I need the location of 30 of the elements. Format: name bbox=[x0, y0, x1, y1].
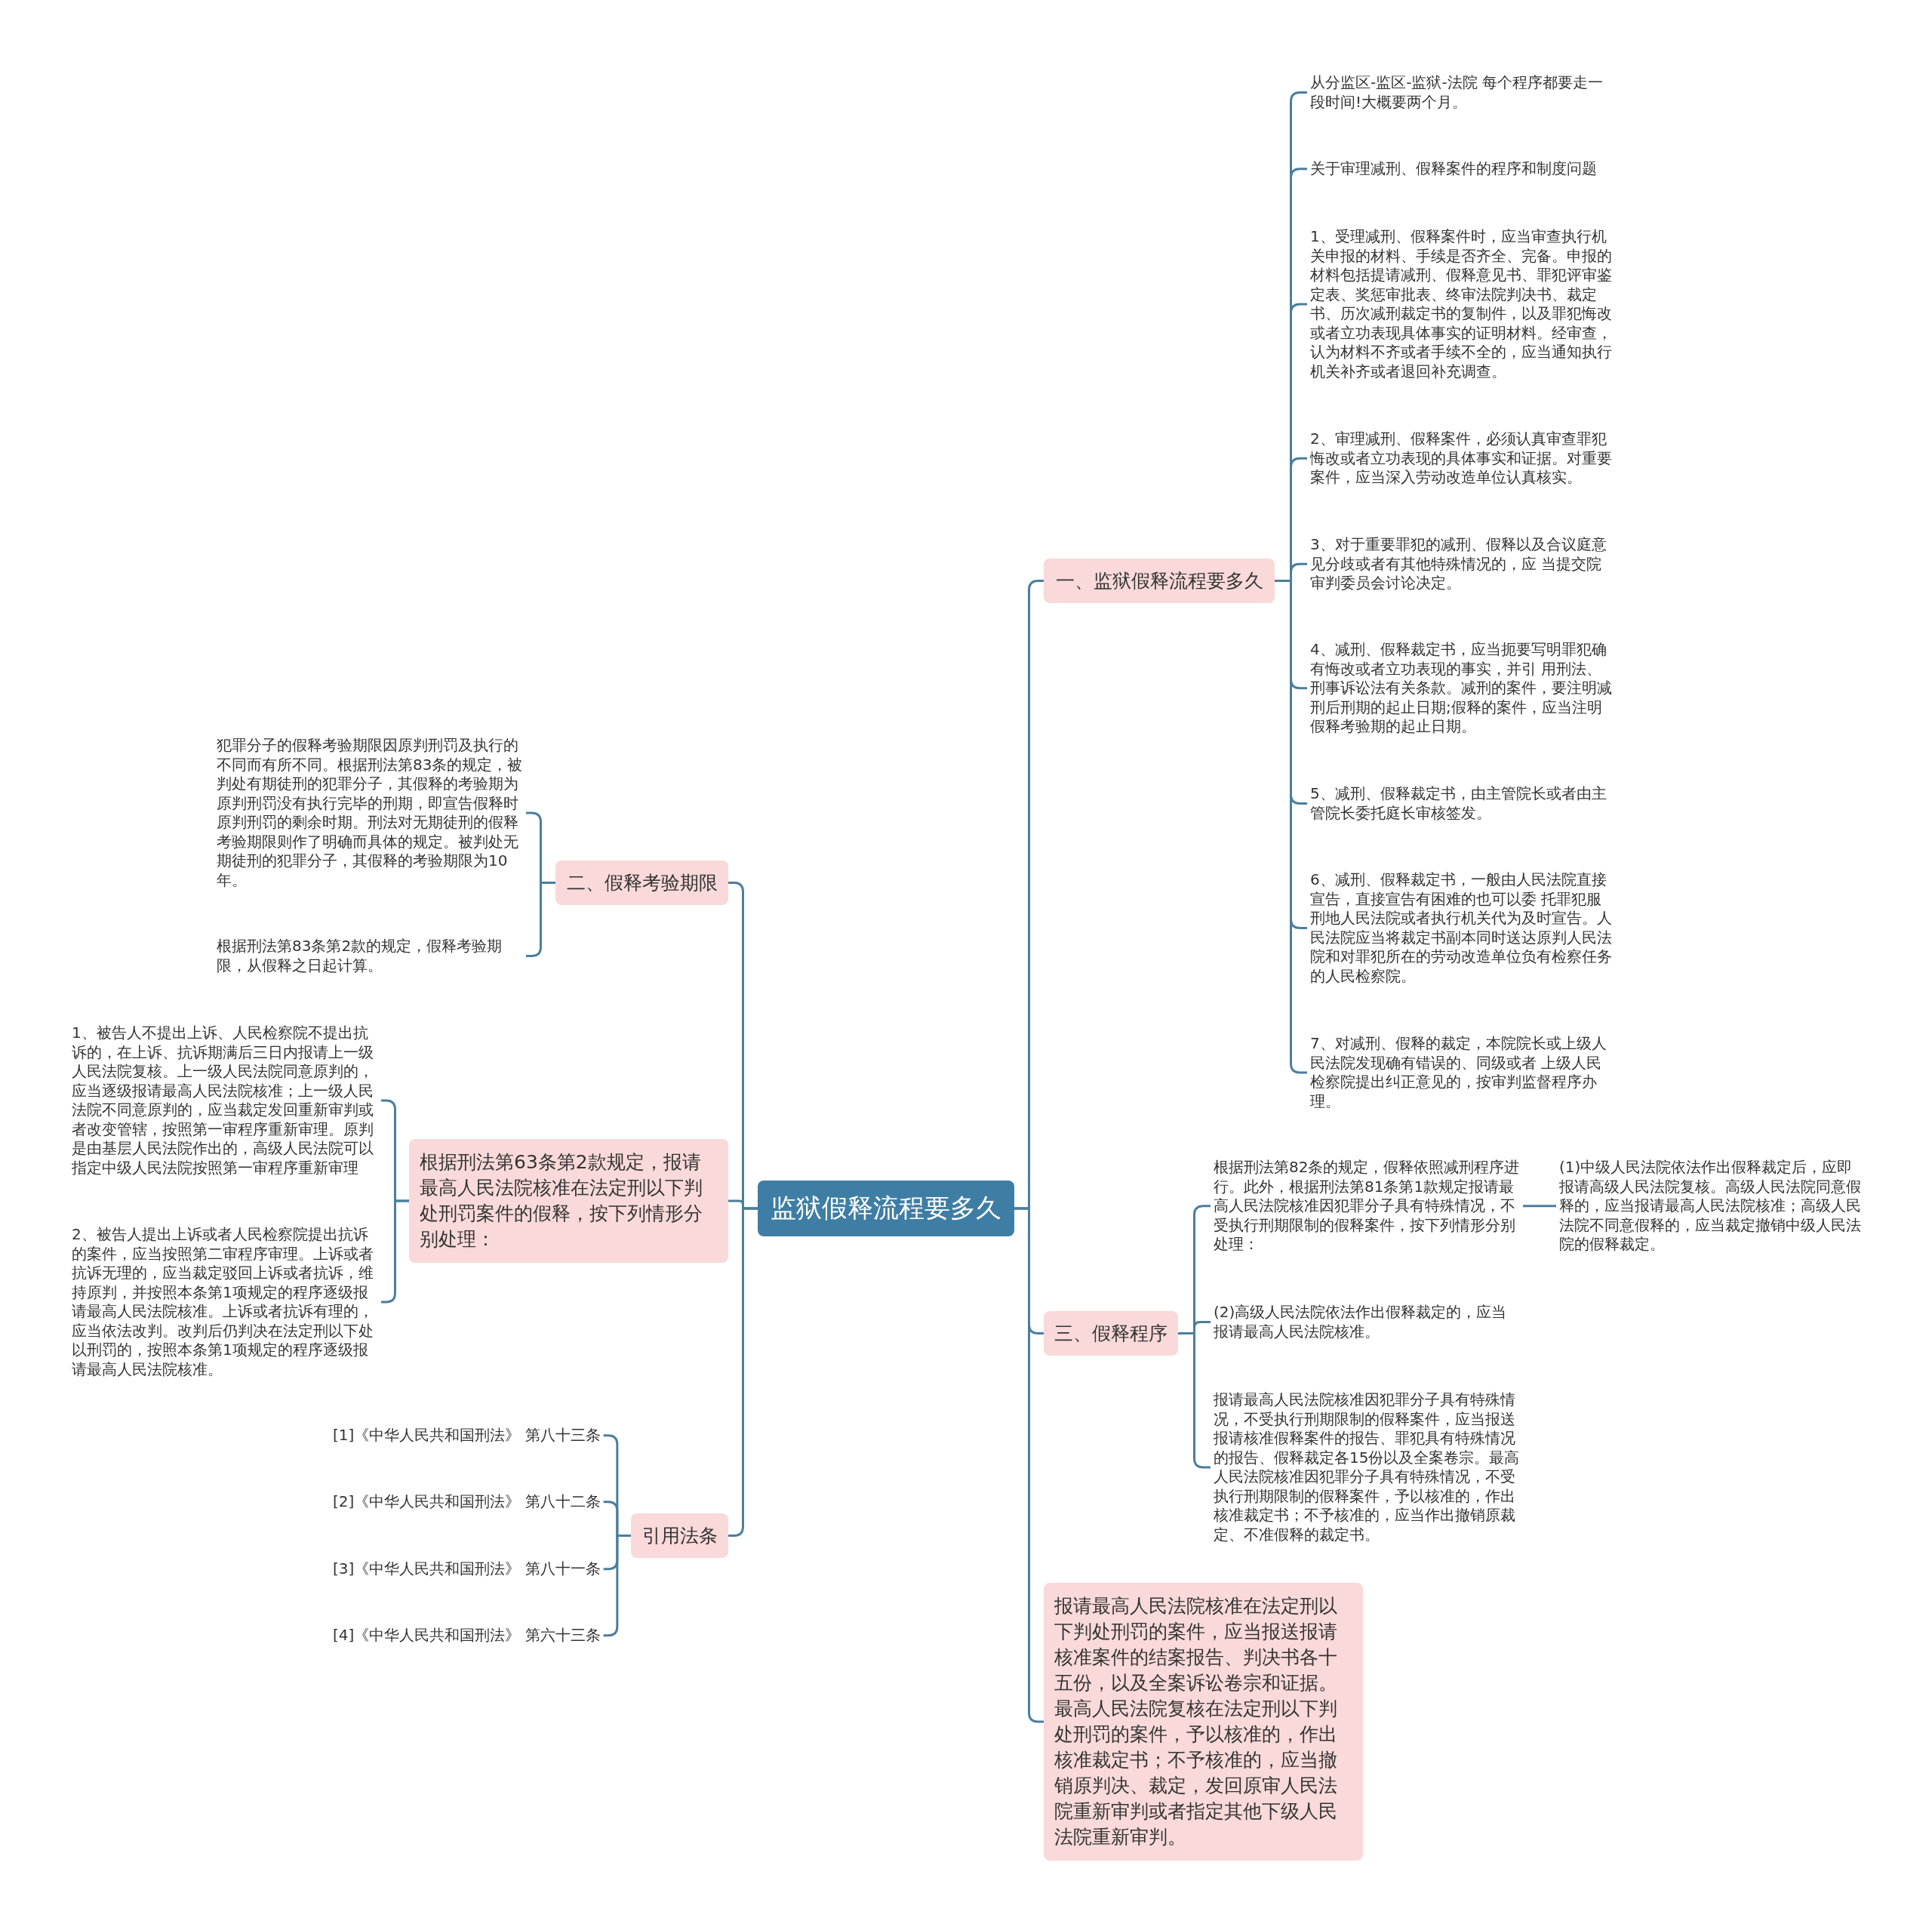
connector-line bbox=[728, 1207, 758, 1537]
note-text: 从分监区-监区-监狱-法院 每个程序都要走一段时间!大概要两个月。 bbox=[1307, 72, 1620, 113]
note-text: 根据刑法第82条的规定，假释依照减刑程序进行。此外，根据刑法第81条第1款规定报请最高人民法院核准因犯罪分子具有特殊情况，不受执行刑期限制的假释案件，按下列情形分别处理： bbox=[1211, 1156, 1523, 1256]
topic-box: 引用法条 bbox=[631, 1513, 728, 1558]
note-text: 2、被告人提出上诉或者人民检察院提出抗诉的案件，应当按照第二审程序审理。上诉或者抗诉无理的，应当裁定驳回上诉或者抗诉，维持原判，并按照本条第1项规定的程序逐级报请最高人民法院核准。上诉或者抗诉有理的，应当依法改判。改判后仍判决在法定刑以下处以刑罚的，按照本条第1项规定的程序逐级报请最高人民法院核准。 bbox=[69, 1224, 381, 1381]
note-text: 根据刑法第83条第2款的规定，假释考验期限，从假释之日起计算。 bbox=[214, 935, 526, 977]
note-text: (1)中级人民法院依法作出假释裁定后，应即报请高级人民法院复核。高级人民法院同意假释的，应当报请最高人民法院核准；高级人民法院不同意假释的，应当裁定撤销中级人民法院的假释裁定。 bbox=[1556, 1156, 1869, 1256]
note-text: 关于审理减刑、假释案件的程序和制度问题 bbox=[1307, 158, 1620, 180]
note-text: 1、被告人不提出上诉、人民检察院不提出抗诉的，在上诉、抗诉期满后三日内报请上一级人民法院复核。上一级人民法院同意原判的，应当逐级报请最高人民法院核准；上一级人民法院不同意原判的，应当裁定发回重新审判或者改变管辖，按照第一审程序重新审理。原判是由基层人民法院作出的，高级人民法院可以指定中级人民法院按照第一审程序重新审理 bbox=[69, 1022, 381, 1179]
reference-text: [1]《中华人民共和国刑法》 第八十三条 bbox=[330, 1424, 604, 1447]
topic-box: 报请最高人民法院核准在法定刑以下判处刑罚的案件，应当报送报请核准案件的结案报告、判决书各十五份，以及全案诉讼卷宗和证据。最高人民法院复核在法定刑以下判处刑罚的案件，予以核准的，作出核准裁定书；不予核准的，应当撤销原判决、裁定，发回原审人民法院重新审判或者指定其他下级人民法院重新审判。 bbox=[1044, 1583, 1363, 1861]
note-text: 7、对减刑、假释的裁定，本院院长或上级人民法院发现确有错误的、同级或者 上级人民检察院提出纠正意见的，按审判监督程序办理。 bbox=[1307, 1033, 1620, 1113]
note-text: 2、审理减刑、假释案件，必须认真审查罪犯悔改或者立功表现的具体事实和证据。对重要案件，应当深入劳动改造单位认真核实。 bbox=[1307, 428, 1620, 489]
topic-box: 一、监狱假释流程要多久 bbox=[1044, 559, 1275, 603]
note-text: (2)高级人民法院依法作出假释裁定的，应当报请最高人民法院核准。 bbox=[1211, 1301, 1523, 1343]
connector-line bbox=[1523, 1205, 1556, 1208]
reference-text: [2]《中华人民共和国刑法》 第八十二条 bbox=[330, 1491, 604, 1513]
note-text: 6、减刑、假释裁定书，一般由人民法院直接宣告，直接宣告有困难的也可以委 托罪犯服刑地人民法院或者执行机关代为及时宣告。人民法院应当将裁定书副本同时送达原判人民法院和对罪犯所在的劳动改造单位负有检察任务的人民检察院。 bbox=[1307, 869, 1620, 987]
topic-box: 三、假释程序 bbox=[1044, 1311, 1178, 1356]
note-text: 1、受理减刑、假释案件时，应当审查执行机关申报的材料、手续是否齐全、完备。申报的材料包括提请减刑、假释意见书、罪犯评审鉴定表、奖惩审批表、终审法院判决书、裁定书、历次减刑裁定书的复制件，以及罪犯悔改或者立功表现具体事实的证明材料。经审查，认为材料不齐或者手续不全的，应当通知执行机关补齐或者退回补充调查。 bbox=[1307, 226, 1620, 383]
topic-box: 根据刑法第63条第2款规定，报请最高人民法院核准在法定刑以下判处刑罚案件的假释，按下列情形分别处理： bbox=[409, 1139, 728, 1263]
note-text: 5、减刑、假释裁定书，由主管院长或者由主管院长委托庭长审核签发。 bbox=[1307, 783, 1620, 824]
note-text: 4、减刑、假释裁定书，应当扼要写明罪犯确有悔改或者立功表现的事实，并引 用刑法、刑事诉讼法有关条款。减刑的案件，要注明减刑后刑期的起止日期;假释的案件，应当注明假释考验期的起止日期。 bbox=[1307, 639, 1620, 738]
reference-text: [3]《中华人民共和国刑法》 第八十一条 bbox=[330, 1558, 604, 1581]
reference-text: [4]《中华人民共和国刑法》 第六十三条 bbox=[330, 1624, 604, 1647]
note-text: 报请最高人民法院核准因犯罪分子具有特殊情况，不受执行刑期限制的假释案件，应当报送报请核准假释案件的报告、罪犯具有特殊情况的报告、假释裁定各15份以及全案卷宗。最高人民法院核准因犯罪分子具有特殊情况，不受执行刑期限制的假释案件，予以核准的，作出核准裁定书；不予核准的，应当作出撤销原裁定、不准假释的裁定书。 bbox=[1211, 1389, 1523, 1546]
note-text: 犯罪分子的假释考验期限因原判刑罚及执行的不同而有所不同。根据刑法第83条的规定，被判处有期徒刑的犯罪分子，其假释的考验期为原判刑罚没有执行完毕的刑期，即宣告假释时原判刑罚的剩余时期。刑法对无期徒刑的假释考验期限则作了明确而具体的规定。被判处无期徒刑的犯罪分子，其假释的考验期限为10年。 bbox=[214, 734, 526, 891]
note-text: 3、对于重要罪犯的减刑、假释以及合议庭意见分歧或者有其他特殊情况的，应 当提交院审判委员会讨论决定。 bbox=[1307, 534, 1620, 595]
topic-box: 二、假释考验期限 bbox=[555, 860, 728, 905]
root-topic: 监狱假释流程要多久 bbox=[758, 1181, 1014, 1236]
